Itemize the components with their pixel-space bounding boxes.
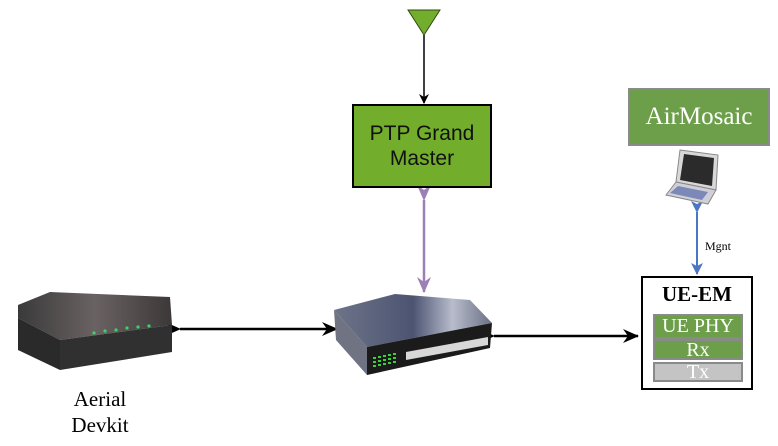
airmosaic-label: AirMosaic [645,103,753,130]
airmosaic-box: AirMosaic [628,88,770,146]
rx-block: Rx [653,339,743,360]
antenna-icon [407,9,441,36]
mgnt-label: Mgnt [705,239,732,253]
devkit-label-line1: Aerial [73,387,127,411]
ptp-label-line1: PTP Grand [369,121,475,145]
ue-em-box: UE-EM UE PHY Rx Tx [641,276,753,390]
ue-phy-block: UE PHY [653,314,743,339]
devkit-label-line2: Devkit [71,413,129,437]
ptp-grand-master-box: PTP Grand Master [352,104,492,188]
ptp-label-line2: Master [389,147,455,170]
laptop-icon [665,149,719,205]
network-switch-icon [334,294,492,375]
tx-block: Tx [653,362,743,382]
aerial-devkit-label: Aerial Devkit [40,386,160,438]
ue-em-title: UE-EM [662,282,732,306]
router-box-icon [18,292,172,370]
